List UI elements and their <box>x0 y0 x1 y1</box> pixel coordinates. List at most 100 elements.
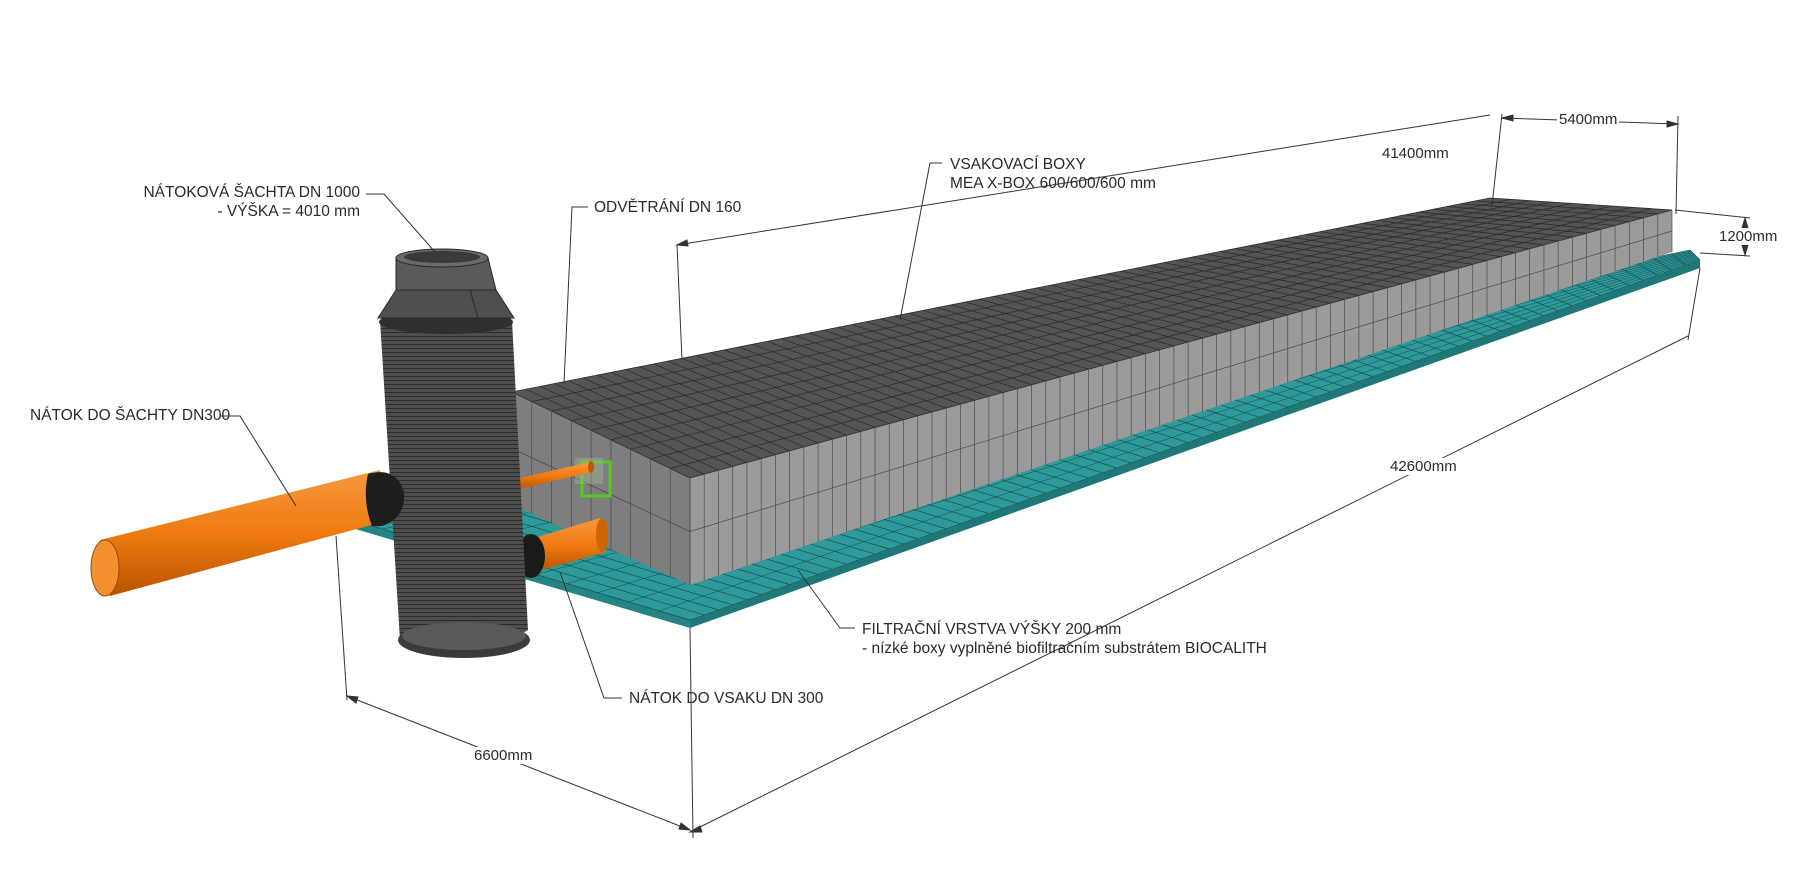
grid-line <box>1178 259 1359 296</box>
grid-line <box>1348 225 1530 250</box>
label-filter-layer-line2: - nízké boxy vyplněné biofiltračním subs… <box>862 640 1267 657</box>
grid-line <box>1135 267 1317 308</box>
box-block-grid <box>511 197 1673 585</box>
grid-line <box>852 324 1032 386</box>
grid-line <box>1149 265 1331 304</box>
grid-line <box>551 200 1531 412</box>
grid-line <box>1291 236 1473 265</box>
grid-line <box>526 388 705 475</box>
grid-line <box>1475 200 1658 215</box>
grid-line <box>1050 284 1231 331</box>
grid-line <box>922 310 1103 366</box>
inlet-shaft <box>377 248 530 658</box>
grid-line <box>540 386 719 471</box>
grid-line <box>766 341 947 409</box>
grid-line <box>951 304 1132 358</box>
grid-line <box>582 377 762 459</box>
grid-line <box>611 371 790 452</box>
grid-line <box>659 258 1700 612</box>
grid-line <box>979 298 1160 351</box>
grid-line <box>1390 217 1573 238</box>
grid-line <box>1419 211 1601 230</box>
grid-line <box>823 329 1004 393</box>
grid-line <box>591 202 1571 431</box>
label-infiltration-inlet-text: NÁTOK DO VSAKU DN 300 <box>629 690 824 707</box>
grid-line <box>1022 290 1203 339</box>
grid-line <box>1007 293 1189 343</box>
grid-line <box>630 205 1612 450</box>
grid-line <box>710 352 890 424</box>
grid-line <box>650 206 1632 460</box>
label-infiltration-inlet: NÁTOK DO VSAKU DN 300 <box>629 689 823 708</box>
grid-line <box>894 315 1075 374</box>
grid-line <box>1107 273 1288 316</box>
grid-line <box>937 307 1118 362</box>
grid-line <box>1277 239 1459 269</box>
inlet-frame <box>580 460 612 498</box>
label-filter-layer-line1: FILTRAČNÍ VRSTVA VÝŠKY 200 mm <box>862 621 1122 638</box>
grid-line <box>625 369 805 448</box>
ventilation-pipe <box>512 461 594 490</box>
grid-line <box>511 448 691 532</box>
grid-line <box>689 209 1673 479</box>
grid-line <box>1121 270 1303 312</box>
grid-line <box>1263 242 1445 273</box>
shaft-inlet-pipe <box>90 470 405 597</box>
grid-line <box>596 374 776 456</box>
label-shaft-inlet-text: NÁTOK DO ŠACHTY DN300 <box>30 407 231 424</box>
grid-line <box>1376 220 1559 242</box>
grid-line <box>738 346 918 417</box>
grid-line <box>667 360 847 436</box>
grid-line <box>1362 222 1544 246</box>
infiltration-box-block <box>511 197 1673 585</box>
grid-line <box>696 355 876 428</box>
label-ventilation: ODVĚTRÁNÍ DN 160 <box>594 198 741 217</box>
label-infiltration-boxes-line1: VSAKOVACÍ BOXY <box>950 156 1086 173</box>
grid-line <box>568 380 748 463</box>
dim-box-length: 41400mm <box>1380 145 1451 162</box>
grid-line <box>689 230 1673 532</box>
grid-line <box>1334 228 1516 254</box>
label-infiltration-boxes-line2: MEA X-BOX 600/600/600 mm <box>950 175 1156 192</box>
grid-line <box>1248 245 1431 277</box>
grid-line <box>1078 279 1260 324</box>
dim-filter-length: 42600mm <box>1388 458 1459 475</box>
grid-line <box>880 318 1061 378</box>
label-inlet-shaft: NÁTOKOVÁ ŠACHTA DN 1000 - VÝŠKA = 4010 m… <box>120 183 360 221</box>
grid-line <box>752 343 933 413</box>
label-inlet-shaft-line1: NÁTOKOVÁ ŠACHTA DN 1000 <box>143 184 360 201</box>
grid-line <box>965 301 1146 355</box>
grid-line <box>993 296 1174 347</box>
grid-line <box>1163 262 1345 300</box>
grid-line <box>866 321 1046 382</box>
grid-line <box>781 338 961 405</box>
grid-line <box>1220 251 1402 285</box>
grid-line <box>1319 231 1502 258</box>
dim-box-width: 5400mm <box>1557 111 1620 128</box>
label-filter-layer: FILTRAČNÍ VRSTVA VÝŠKY 200 mm - nízké bo… <box>862 620 1267 658</box>
grid-line <box>908 312 1089 370</box>
grid-line <box>809 332 990 397</box>
grid-line <box>1192 256 1374 292</box>
grid-line <box>1447 206 1630 223</box>
grid-line <box>1489 197 1673 211</box>
grid-line <box>653 363 833 440</box>
grid-line <box>681 357 861 432</box>
dim-box-height: 1200mm <box>1717 228 1780 245</box>
grid-line <box>1093 276 1274 320</box>
grid-line <box>1433 208 1616 226</box>
label-shaft-inlet: NÁTOK DO ŠACHTY DN300 <box>30 406 230 425</box>
grid-line <box>511 197 1491 393</box>
label-infiltration-boxes: VSAKOVACÍ BOXY MEA X-BOX 600/600/600 mm <box>950 155 1156 193</box>
filter-layer-front <box>690 260 1700 628</box>
grid-line <box>724 349 904 421</box>
grid-line <box>1305 234 1488 261</box>
grid-line <box>1234 248 1416 281</box>
box-block-front <box>690 210 1672 585</box>
grid-line <box>531 198 1511 402</box>
grid-line <box>1036 287 1217 335</box>
grid-line <box>610 204 1592 441</box>
grid-line <box>1206 253 1388 289</box>
grid-line <box>511 391 691 479</box>
grid-line <box>670 208 1652 469</box>
